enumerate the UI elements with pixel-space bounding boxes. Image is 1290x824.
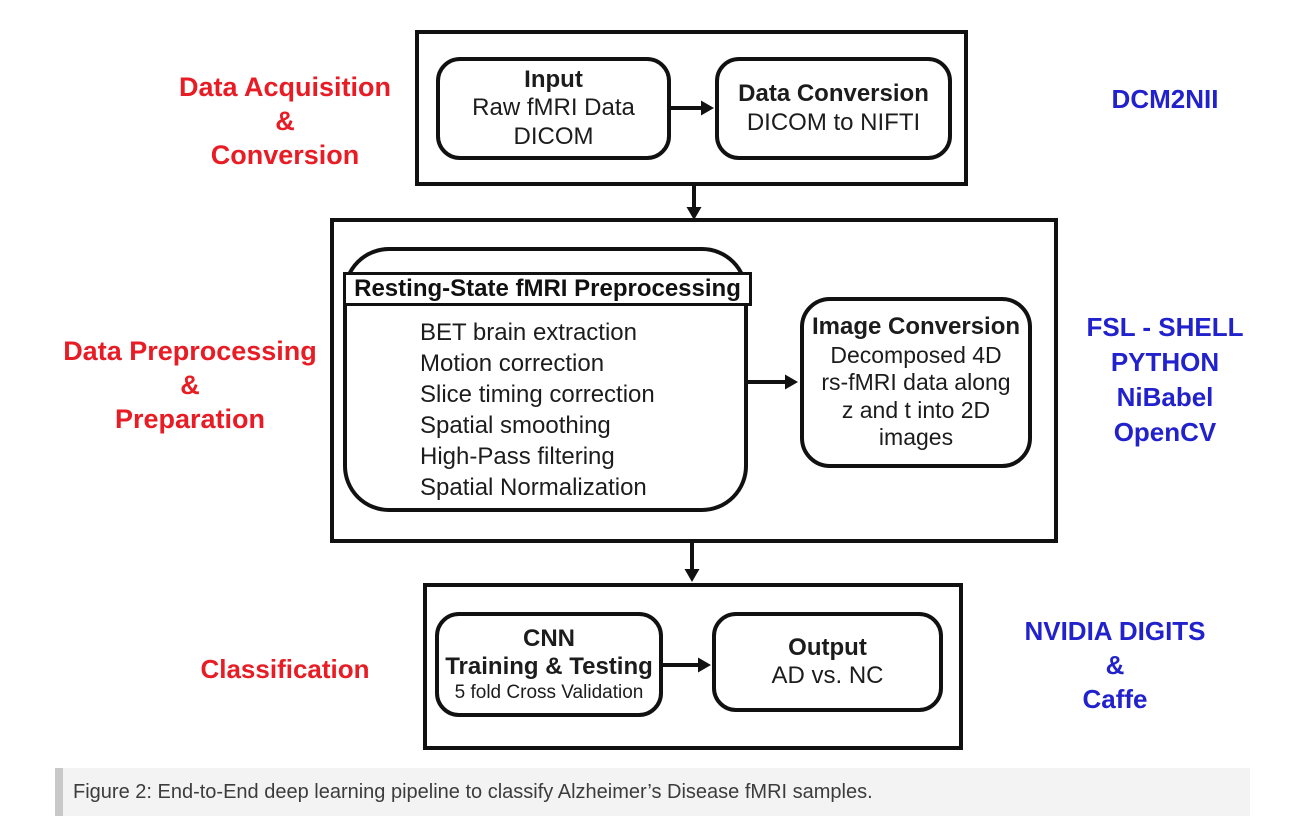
tool-label-ampersand: &: [1105, 650, 1125, 680]
data-conversion-line: DICOM to NIFTI: [746, 108, 921, 136]
image-conversion-title: Image Conversion: [811, 312, 1021, 340]
heading-line: Conversion: [210, 140, 360, 170]
data-conversion-title: Data Conversion: [738, 80, 929, 108]
output-node: Output AD vs. NC: [712, 612, 943, 712]
image-conversion-line: Decomposed 4D: [830, 341, 1002, 368]
image-conversion-line: z and t into 2D: [841, 396, 991, 423]
preprocessing-step: Slice timing correction: [420, 381, 655, 408]
cnn-title: CNN: [523, 624, 575, 652]
heading-data-acquisition: Data Acquisition & Conversion: [150, 70, 420, 172]
image-conversion-line: images: [878, 424, 954, 451]
input-node: Input Raw fMRI Data DICOM: [436, 57, 671, 160]
heading-line: &: [275, 106, 295, 136]
tool-label-nibabel: NiBabel: [1116, 382, 1214, 412]
tool-labels-classification: NVIDIA DIGITS & Caffe: [1015, 614, 1215, 716]
cnn-subtitle: Training & Testing: [445, 653, 653, 681]
tool-label-caffe: Caffe: [1082, 684, 1148, 714]
preprocessing-step: Spatial Normalization: [420, 474, 647, 501]
figure-caption: Figure 2: End-to-End deep learning pipel…: [73, 780, 873, 803]
preprocessing-step: BET brain extraction: [420, 319, 637, 346]
heading-line: Data Preprocessing: [63, 336, 317, 366]
tool-labels-preprocessing: FSL - SHELL PYTHON NiBabel OpenCV: [1065, 310, 1265, 450]
output-line: AD vs. NC: [771, 662, 884, 689]
image-conversion-node: Image Conversion Decomposed 4D rs-fMRI d…: [800, 297, 1032, 468]
cnn-validation-note: 5 fold Cross Validation: [454, 681, 644, 703]
input-node-line: Raw fMRI Data: [472, 94, 635, 122]
tool-label-opencv: OpenCV: [1113, 417, 1217, 447]
preprocessing-steps-list: BET brain extraction Motion correction S…: [420, 317, 740, 503]
input-node-line: DICOM: [513, 122, 594, 150]
output-title: Output: [788, 633, 867, 661]
preprocessing-step: Spatial smoothing: [420, 412, 611, 439]
input-node-title: Input: [524, 66, 583, 94]
tool-label-nvidia-digits: NVIDIA DIGITS: [1024, 616, 1206, 646]
preprocessing-node-title: Resting-State fMRI Preprocessing: [343, 272, 752, 306]
figure-caption-bar: Figure 2: End-to-End deep learning pipel…: [55, 768, 1250, 816]
cnn-node: CNN Training & Testing 5 fold Cross Vali…: [435, 612, 663, 717]
preprocessing-step: Motion correction: [420, 350, 605, 377]
tool-label-python: PYTHON: [1110, 347, 1220, 377]
tool-label-dcm2nii: DCM2NII: [1111, 84, 1219, 114]
heading-line: Data Acquisition: [178, 72, 392, 102]
image-conversion-line: rs-fMRI data along: [821, 369, 1011, 396]
data-conversion-node: Data Conversion DICOM to NIFTI: [715, 57, 952, 160]
heading-line: &: [180, 370, 200, 400]
tool-label-fsl-shell: FSL - SHELL: [1086, 312, 1244, 342]
heading-line: Preparation: [114, 404, 266, 434]
heading-data-preprocessing: Data Preprocessing & Preparation: [55, 334, 325, 436]
heading-classification: Classification: [200, 654, 370, 684]
caption-left-strip: [55, 768, 63, 816]
preprocessing-step: High-Pass filtering: [420, 443, 615, 470]
